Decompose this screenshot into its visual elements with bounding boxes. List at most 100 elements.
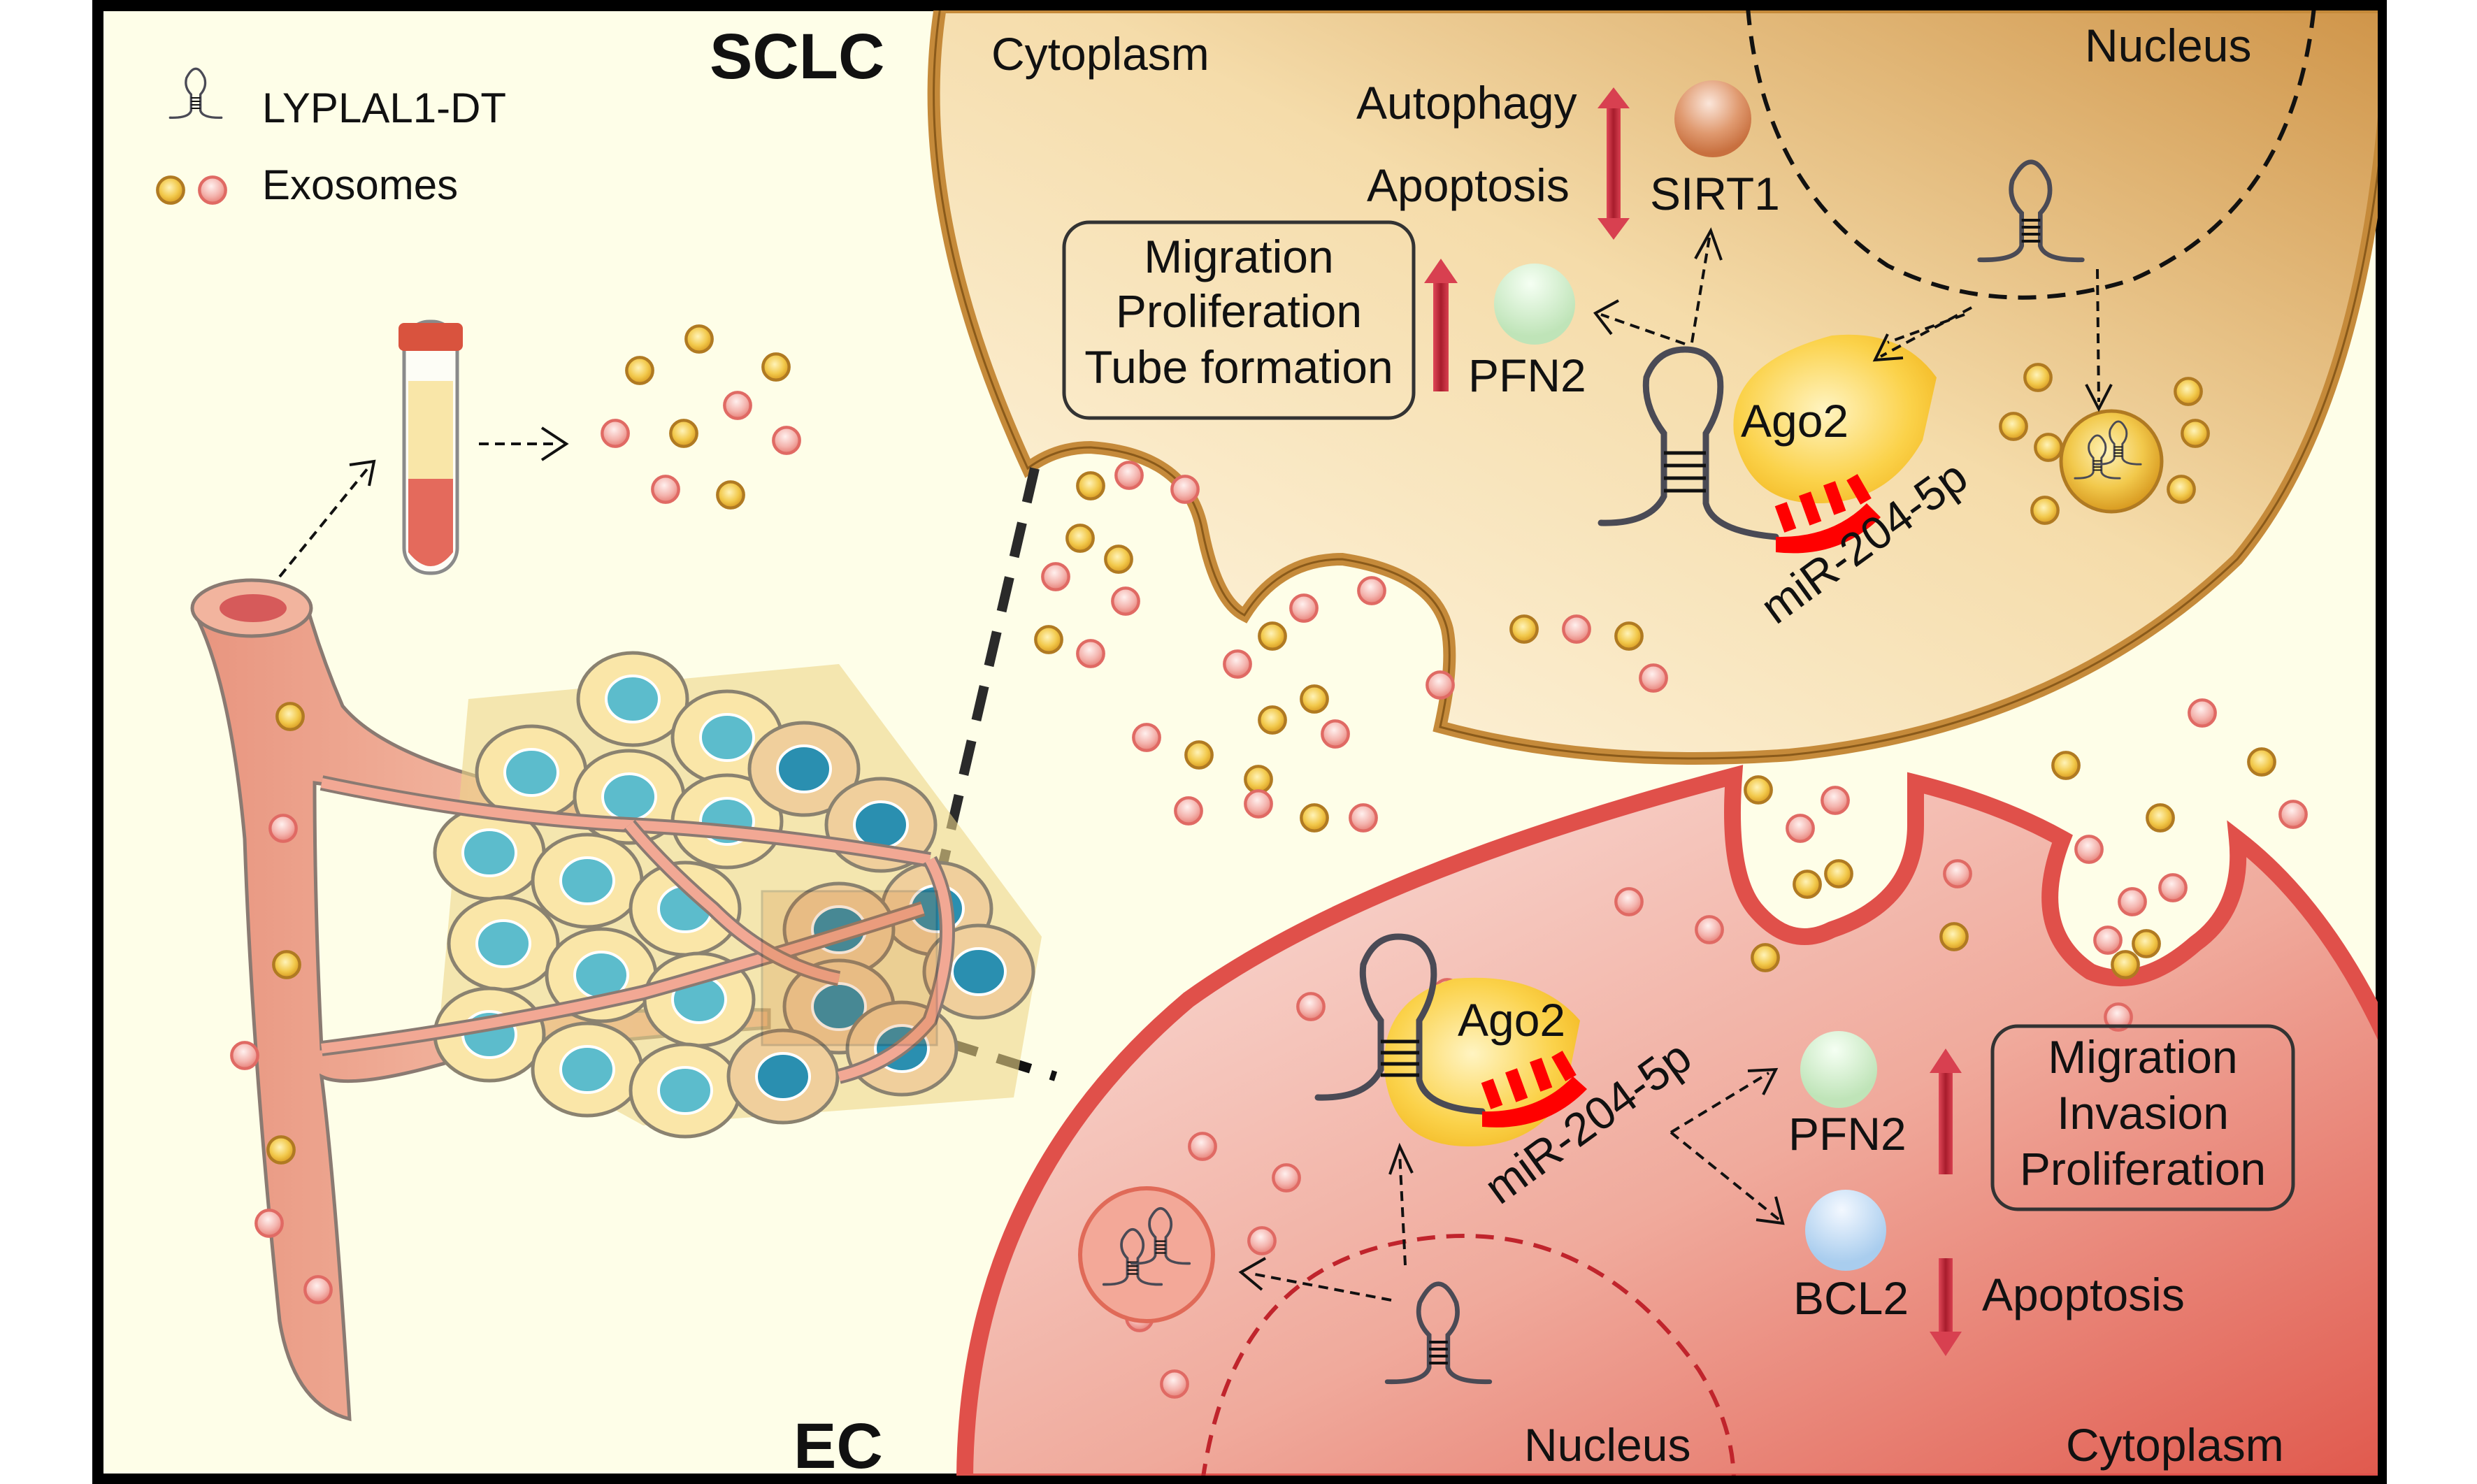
sclc-apoptosis-label: Apoptosis bbox=[1367, 159, 1570, 211]
legend: LYPLAL1-DT Exosomes bbox=[157, 67, 506, 208]
tumor-cell-nucleus bbox=[657, 1066, 713, 1115]
sclc-pfn2-label: PFN2 bbox=[1468, 350, 1586, 401]
ec-bcl2-label: BCL2 bbox=[1793, 1272, 1909, 1324]
ec-nucleus-label: Nucleus bbox=[1524, 1419, 1690, 1471]
exosome-pink bbox=[1224, 651, 1250, 677]
exosome-gold bbox=[1067, 525, 1093, 551]
exosome-gold bbox=[2248, 749, 2274, 775]
capillary-branch bbox=[321, 904, 925, 1053]
capillary-branch bbox=[625, 821, 840, 984]
tumor-cell-nucleus bbox=[559, 856, 615, 905]
exosome-gold bbox=[2182, 420, 2208, 446]
sclc-cytoplasm-label: Cytoplasm bbox=[991, 28, 1209, 80]
exosome-pink bbox=[1350, 805, 1376, 830]
ec-mirna-to-pfn2-arrow bbox=[1670, 1072, 1770, 1134]
exosome-gold bbox=[1745, 777, 1771, 802]
exosome-pink bbox=[2189, 700, 2215, 726]
exosome-gold bbox=[2168, 476, 2194, 502]
exosome-pink bbox=[1291, 595, 1316, 621]
exosome-gold bbox=[277, 703, 303, 729]
exosome-gold bbox=[2035, 434, 2061, 460]
exosome-gold bbox=[2147, 805, 2173, 830]
exosome-gold bbox=[1941, 923, 1967, 949]
exosome-gold bbox=[1301, 805, 1327, 830]
ec-outcome-proliferation: Proliferation bbox=[2020, 1143, 2266, 1195]
exosome-gold bbox=[2053, 752, 2078, 778]
tumor-cell-nucleus bbox=[601, 772, 657, 821]
tumor-cell-nucleus bbox=[951, 947, 1007, 996]
exosome-pink bbox=[2095, 927, 2120, 953]
exosome-pink bbox=[1077, 640, 1103, 666]
ec-bcl2-protein bbox=[1805, 1190, 1886, 1271]
ec-cell-membrane bbox=[956, 765, 2378, 1476]
exosome-gold bbox=[2000, 413, 2026, 439]
exosome-pink bbox=[1042, 563, 1068, 589]
exosome-gold bbox=[1616, 623, 1642, 649]
exosome-gold bbox=[1035, 626, 1061, 652]
exosome-gold bbox=[1077, 473, 1103, 498]
exosome-pink bbox=[270, 815, 296, 841]
exosome-gold bbox=[1186, 742, 1212, 768]
sclc-lyplal1-dt-bound-rna bbox=[1598, 346, 1779, 540]
ec-apoptosis-down-arrow bbox=[1930, 1258, 1962, 1356]
ec-apoptosis-label: Apoptosis bbox=[1982, 1269, 2185, 1320]
capillary-branch bbox=[838, 857, 952, 1081]
ec-mirna-to-bcl2-arrow bbox=[1670, 1131, 1781, 1221]
exosome-pink bbox=[1112, 588, 1138, 614]
exosome-gold bbox=[1511, 616, 1537, 642]
sclc-autophagy-label: Autophagy bbox=[1356, 77, 1577, 129]
exosome-gold bbox=[670, 420, 696, 446]
exosome-gold bbox=[2032, 497, 2058, 523]
exosome-gold bbox=[2025, 364, 2051, 390]
exosome-gold bbox=[2133, 930, 2159, 956]
legend-exosome-pink-icon bbox=[199, 177, 225, 203]
exosome-gold bbox=[1245, 766, 1271, 792]
tumor-cell-nucleus bbox=[475, 919, 531, 968]
legend-exosomes-label: Exosomes bbox=[262, 161, 458, 208]
exosome-gold bbox=[268, 1137, 294, 1162]
sclc-ago2-to-sirt1-arrow bbox=[1690, 237, 1711, 343]
sclc-ago2-protein bbox=[1733, 334, 1937, 503]
ec-lyplal1-dt-bound-rna bbox=[1314, 933, 1486, 1115]
sclc-title: SCLC bbox=[710, 21, 884, 92]
exosome-gold bbox=[717, 482, 743, 507]
ec-pfn2-label: PFN2 bbox=[1788, 1108, 1907, 1160]
tumor-cell-nucleus bbox=[853, 800, 909, 849]
exosome-gold bbox=[273, 951, 299, 977]
exosome-gold bbox=[1752, 944, 1778, 970]
exosome-pink bbox=[1161, 1371, 1187, 1397]
sclc-sirt1-label: SIRT1 bbox=[1650, 168, 1780, 219]
exosome-pink bbox=[1616, 888, 1642, 914]
tumor-cell-nucleus bbox=[461, 828, 517, 877]
exosome-pink bbox=[1133, 724, 1159, 750]
exosome-pink bbox=[1822, 787, 1848, 813]
legend-lyplal1-dt-label: LYPLAL1-DT bbox=[262, 85, 506, 131]
tumor-cell-nucleus bbox=[605, 675, 661, 723]
exosome-pink bbox=[1358, 577, 1384, 603]
exosome-gold bbox=[626, 357, 652, 383]
tumor-zoom-highlight bbox=[761, 890, 938, 1046]
tumor-cell-nucleus bbox=[755, 1052, 811, 1101]
capillary-branch bbox=[320, 778, 931, 865]
sclc-outcome-migration: Migration bbox=[1144, 231, 1333, 282]
exosome-pink bbox=[256, 1210, 282, 1236]
exosome-pink bbox=[1322, 721, 1348, 747]
exosome-pink bbox=[2280, 801, 2306, 827]
ec-pfn2-protein bbox=[1800, 1031, 1877, 1108]
exosome-gold bbox=[1301, 686, 1327, 712]
exosome-gold bbox=[2175, 378, 2201, 404]
sclc-nucleus-boundary bbox=[1746, 10, 2316, 300]
ec-cytoplasm-label: Cytoplasm bbox=[2066, 1419, 2284, 1471]
exosome-gold bbox=[2112, 951, 2138, 977]
exosome-gold bbox=[1105, 546, 1131, 572]
exosome-pink bbox=[2119, 888, 2145, 914]
exosome-pink bbox=[724, 392, 750, 418]
exosome-pink bbox=[1787, 815, 1813, 841]
exosome-pink bbox=[1116, 462, 1142, 488]
exosome-pink bbox=[602, 420, 628, 446]
exosome-pink bbox=[1696, 916, 1722, 942]
ec-outcome-up-arrow bbox=[1930, 1049, 1962, 1174]
sclc-outcome-tube-formation: Tube formation bbox=[1084, 341, 1393, 393]
exosome-pink bbox=[1563, 616, 1589, 642]
exosome-gold bbox=[763, 354, 789, 380]
